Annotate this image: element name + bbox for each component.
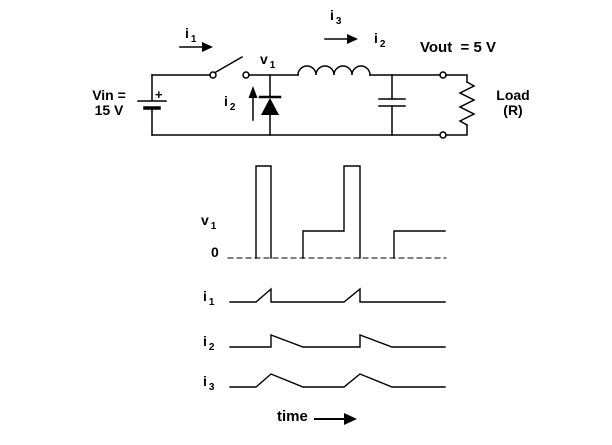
i3-waveform-trace	[229, 373, 446, 388]
battery-icon	[137, 100, 167, 110]
label-vout: Vout = 5 V	[420, 39, 496, 56]
i3-arrow-icon	[324, 34, 358, 44]
label-battery-plus: +	[155, 87, 163, 102]
i2-waveform-trace	[229, 333, 446, 348]
inductor-icon	[297, 65, 371, 76]
v1-waveform-trace	[255, 165, 446, 259]
waveform-plots	[227, 165, 447, 425]
i1-waveform-trace	[229, 287, 446, 303]
switch-icon	[209, 55, 250, 79]
label-load: Load(R)	[496, 87, 530, 118]
circuit-schematic	[137, 34, 476, 139]
capacitor-icon	[378, 74, 406, 136]
time-axis-label: time	[277, 408, 308, 425]
output-terminal-bottom	[439, 131, 447, 139]
output-terminal-top	[439, 71, 447, 79]
load-resistor-icon	[445, 74, 476, 136]
label-vin: Vin =15 V	[92, 87, 126, 118]
waveform-label-zero: 0	[211, 244, 219, 260]
i1-arrow-icon	[179, 42, 213, 52]
diode-icon	[258, 74, 282, 136]
i2-diode-arrow-icon	[248, 86, 258, 121]
time-axis-arrow-icon	[314, 413, 357, 425]
